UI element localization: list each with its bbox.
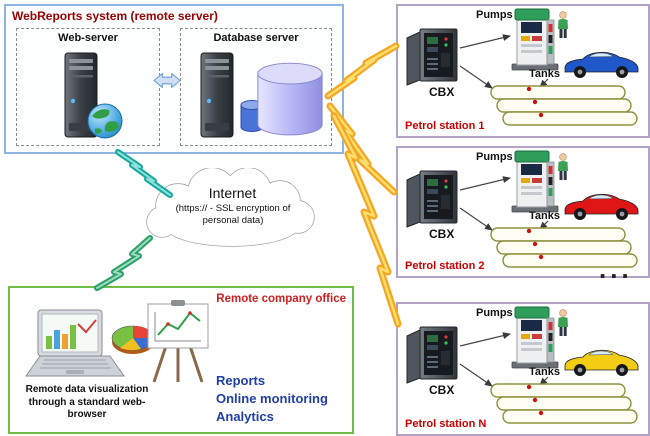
tanks-label: Tanks (529, 68, 560, 80)
internet-cloud-icon (146, 168, 315, 247)
remote-office-box: Remote company office (8, 286, 354, 434)
internet-title: Internet (208, 185, 257, 201)
feature-online-monitoring: Online monitoring (216, 391, 328, 406)
globe-icon (87, 103, 123, 139)
pumps-label: Pumps (476, 9, 513, 21)
webreports-title: WebReports system (remote server) (12, 9, 218, 23)
station-name: Petrol station 1 (405, 120, 485, 132)
web-server-icon (64, 52, 123, 139)
cbx-label: CBX (429, 85, 455, 99)
web-server-box: Web-server (16, 28, 160, 146)
laptop-icon (25, 309, 125, 377)
office-feature-list: Reports Online monitoring Analytics (216, 372, 328, 426)
petrol-station-1-box: Pumps CBX Tanks Petrol station 1 (396, 4, 650, 138)
petrol-station-2-box: Pumps CBX Tanks Petrol station 2 (396, 146, 650, 278)
pumps-label: Pumps (476, 307, 513, 319)
petrol-station-n-box: Pumps CBX Tanks Petrol station N (396, 302, 650, 436)
database-cylinder-icon (257, 62, 323, 136)
office-caption: Remote data visualization through a stan… (25, 384, 149, 420)
double-arrow-icon (153, 72, 181, 89)
feature-analytics: Analytics (216, 409, 274, 424)
cbx-label: CBX (429, 227, 455, 241)
cbx-label: CBX (429, 383, 455, 397)
station-name: Petrol station 2 (405, 260, 485, 272)
internet-subtitle: (https:// - SSL encryption of personal d… (175, 203, 291, 227)
stations-ellipsis: ... (599, 254, 633, 284)
flipchart-icon (147, 300, 209, 383)
office-title: Remote company office (216, 293, 346, 305)
pumps-label: Pumps (476, 151, 513, 163)
database-server-label: Database server (213, 32, 299, 44)
station-equipment-art (398, 6, 644, 132)
station-equipment-art (398, 304, 644, 430)
pie-chart-icon (111, 325, 155, 354)
web-server-label: Web-server (58, 32, 118, 44)
feature-reports: Reports (216, 373, 266, 388)
station-name: Petrol station N (405, 418, 487, 430)
tanks-label: Tanks (529, 366, 560, 378)
tanks-label: Tanks (529, 210, 560, 222)
webreports-system-box: WebReports system (remote server) Web-se… (4, 4, 344, 154)
